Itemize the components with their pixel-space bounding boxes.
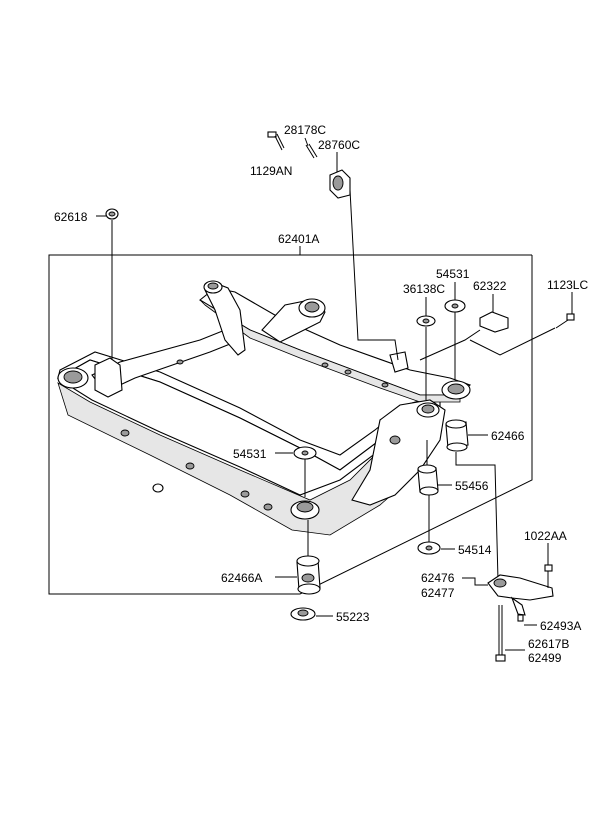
- washer-54531-top: [444, 299, 466, 313]
- assembly-outline: [48, 254, 533, 595]
- label-55223: 55223: [336, 610, 370, 624]
- bolt-1129AN: [267, 131, 285, 151]
- washer-36138C: [416, 315, 436, 327]
- washer-54514: [417, 541, 441, 555]
- label-62466A: 62466A: [221, 571, 262, 585]
- washer-55223: [290, 607, 316, 621]
- label-1123LC: 1123LC: [547, 278, 588, 292]
- pin-28178C: [305, 143, 318, 159]
- label-62493A: 62493A: [540, 619, 581, 633]
- bushing-55456: [417, 464, 439, 496]
- leader-62322-down: [419, 329, 481, 361]
- hanger-28760C: [329, 169, 351, 199]
- label-62499: 62499: [528, 651, 562, 665]
- leader-28760C-down: [349, 189, 399, 361]
- washer-54531-mid: [293, 446, 317, 460]
- leader-1123LC-down: [469, 327, 556, 356]
- label-1022AA: 1022AA: [524, 529, 567, 543]
- label-62466: 62466: [491, 429, 525, 443]
- label-1129AN: 1129AN: [250, 164, 292, 178]
- bolt-1123LC: [555, 313, 575, 329]
- bushing-62466: [445, 419, 469, 452]
- bolt-62617B-62499: [495, 605, 506, 662]
- pin-62493A: [517, 614, 524, 622]
- label-62477: 62477: [421, 586, 455, 600]
- label-62618: 62618: [54, 210, 88, 224]
- label-54514: 54514: [458, 543, 492, 557]
- label-55456: 55456: [455, 479, 489, 493]
- label-28760C: 28760C: [318, 138, 360, 152]
- label-54531-top: 54531: [436, 267, 470, 281]
- label-62617B: 62617B: [528, 637, 569, 651]
- label-36138C: 36138C: [403, 282, 445, 296]
- bracket-62476-62477: [487, 574, 554, 616]
- bolt-1022AA: [544, 564, 553, 588]
- label-62476: 62476: [421, 571, 455, 585]
- bracket-62322: [479, 311, 509, 333]
- crossmember-subframe: [57, 280, 472, 536]
- label-28178C: 28178C: [284, 123, 326, 137]
- label-62322: 62322: [473, 279, 507, 293]
- leader-62476: [462, 577, 488, 586]
- leader-62466-down: [455, 452, 499, 581]
- label-62401A: 62401A: [278, 232, 319, 246]
- label-54531-mid: 54531: [233, 447, 267, 461]
- leader-28178C: [304, 137, 309, 147]
- nut-62618: [105, 208, 119, 220]
- bushing-62466A: [296, 555, 321, 595]
